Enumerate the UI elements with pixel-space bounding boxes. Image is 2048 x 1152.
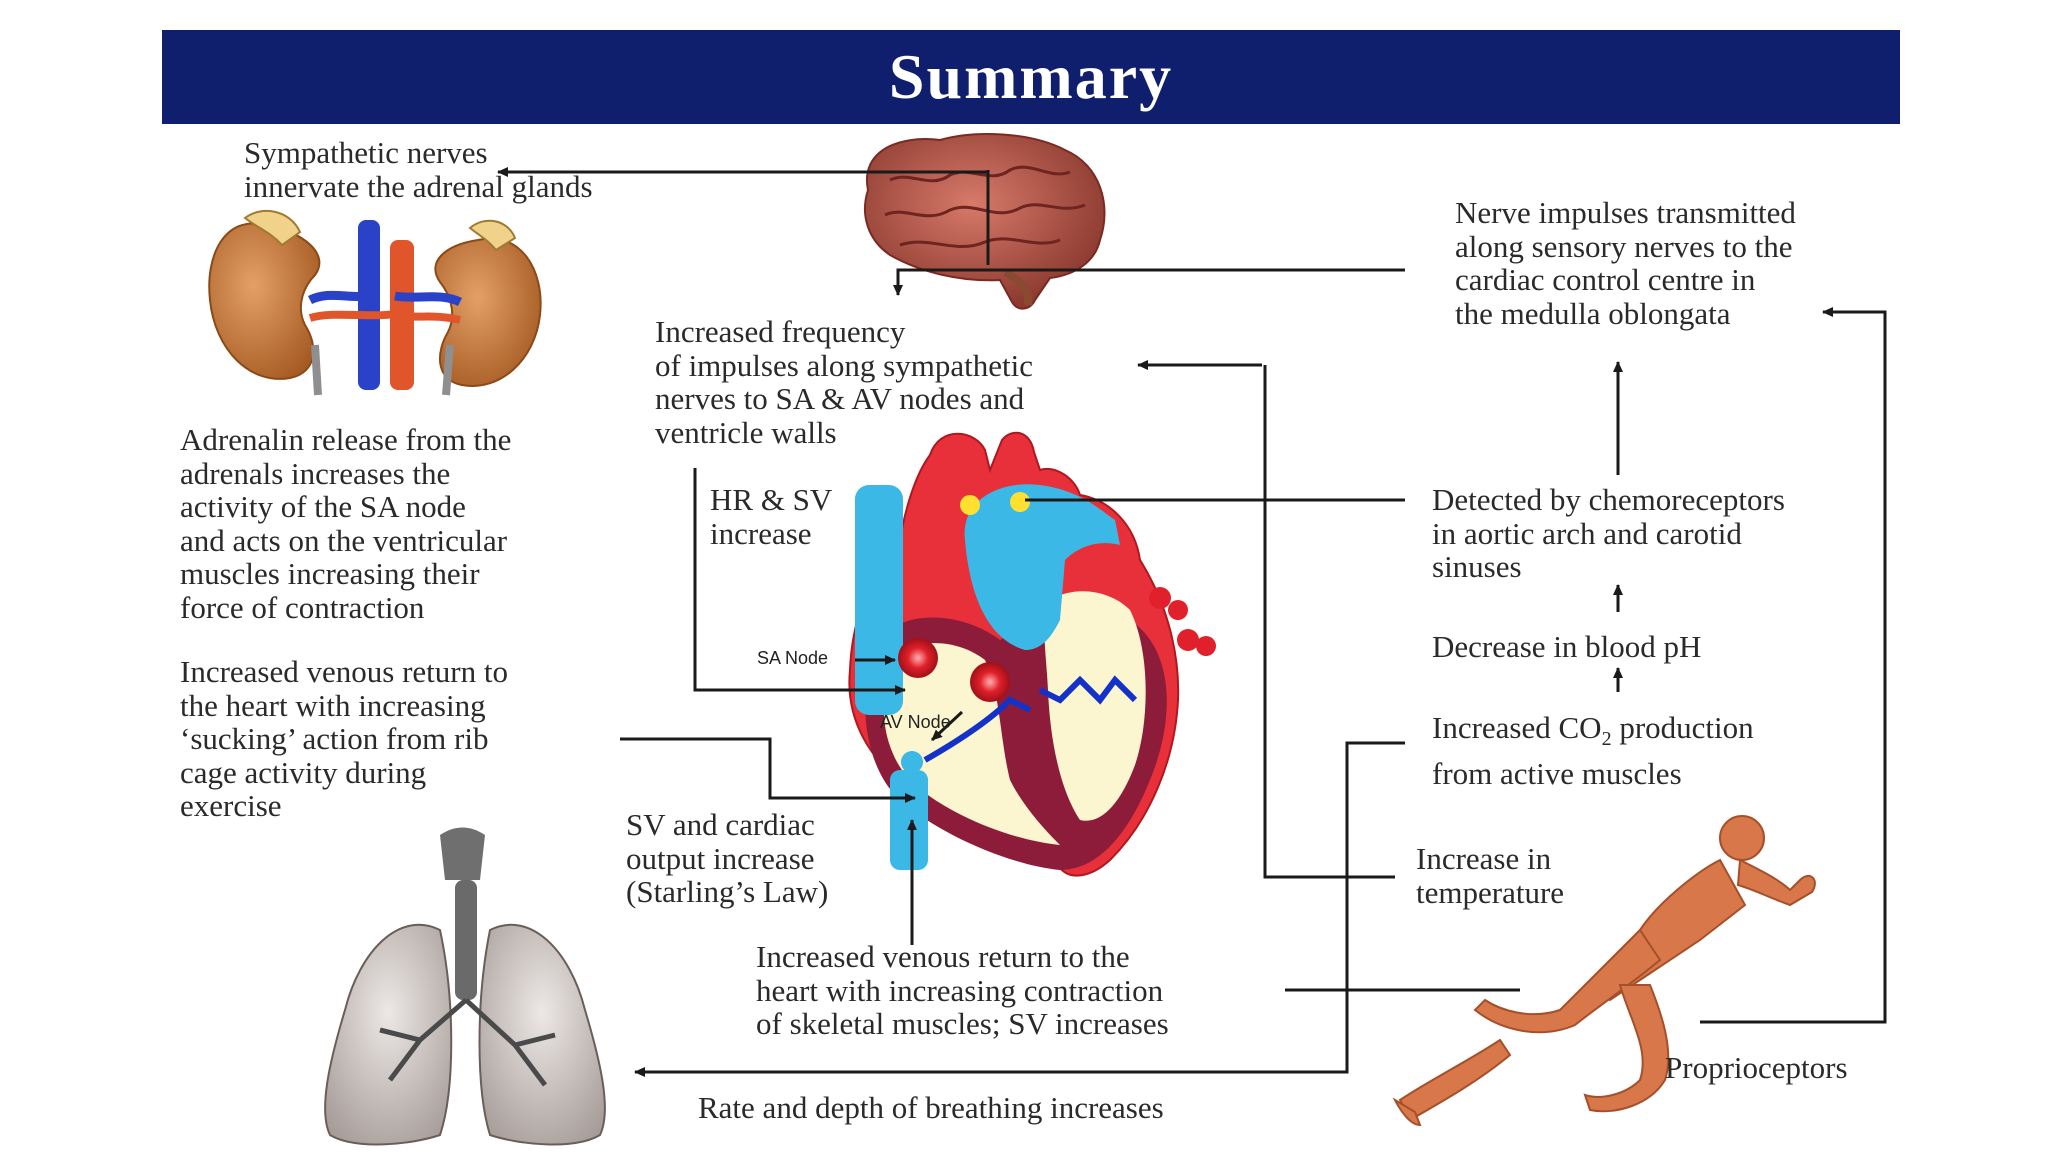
kidneys-illustration (208, 209, 542, 396)
slide-title: Summary (888, 41, 1174, 112)
label-co2-production: Increased CO2 production from active mus… (1432, 710, 1754, 791)
label-blood-ph: Decrease in blood pH (1432, 629, 1702, 664)
label-increased-frequency: Increased frequency of impulses along sy… (655, 314, 1033, 450)
label-breathing-increases: Rate and depth of breathing increases (698, 1090, 1164, 1125)
label-venous-return-rib: Increased venous return to the heart wit… (180, 654, 508, 823)
label-sa-node: SA Node (757, 648, 829, 668)
label-adrenalin-release: Adrenalin release from the adrenals incr… (180, 422, 512, 625)
runner-illustration (1392, 815, 1816, 1127)
connectors (497, 167, 1887, 1077)
label-sympathetic-nerves: Sympathetic nerves innervate the adrenal… (244, 135, 593, 204)
label-venous-return-skeletal: Increased venous return to the heart wit… (756, 939, 1169, 1041)
label-temperature: Increase in temperature (1416, 841, 1565, 910)
brain-illustration (864, 133, 1106, 310)
label-proprioceptors: Proprioceptors (1665, 1050, 1848, 1085)
label-nerve-impulses: Nerve impulses transmitted along sensory… (1455, 195, 1796, 331)
lungs-illustration (324, 827, 606, 1146)
label-hr-sv-increase: HR & SV increase (710, 482, 833, 551)
label-av-node: AV Node (880, 712, 951, 732)
label-sv-cardiac-output: SV and cardiac output increase (Starling… (626, 807, 829, 909)
label-chemoreceptors: Detected by chemoreceptors in aortic arc… (1432, 482, 1785, 584)
title-banner: Summary (162, 30, 1900, 124)
